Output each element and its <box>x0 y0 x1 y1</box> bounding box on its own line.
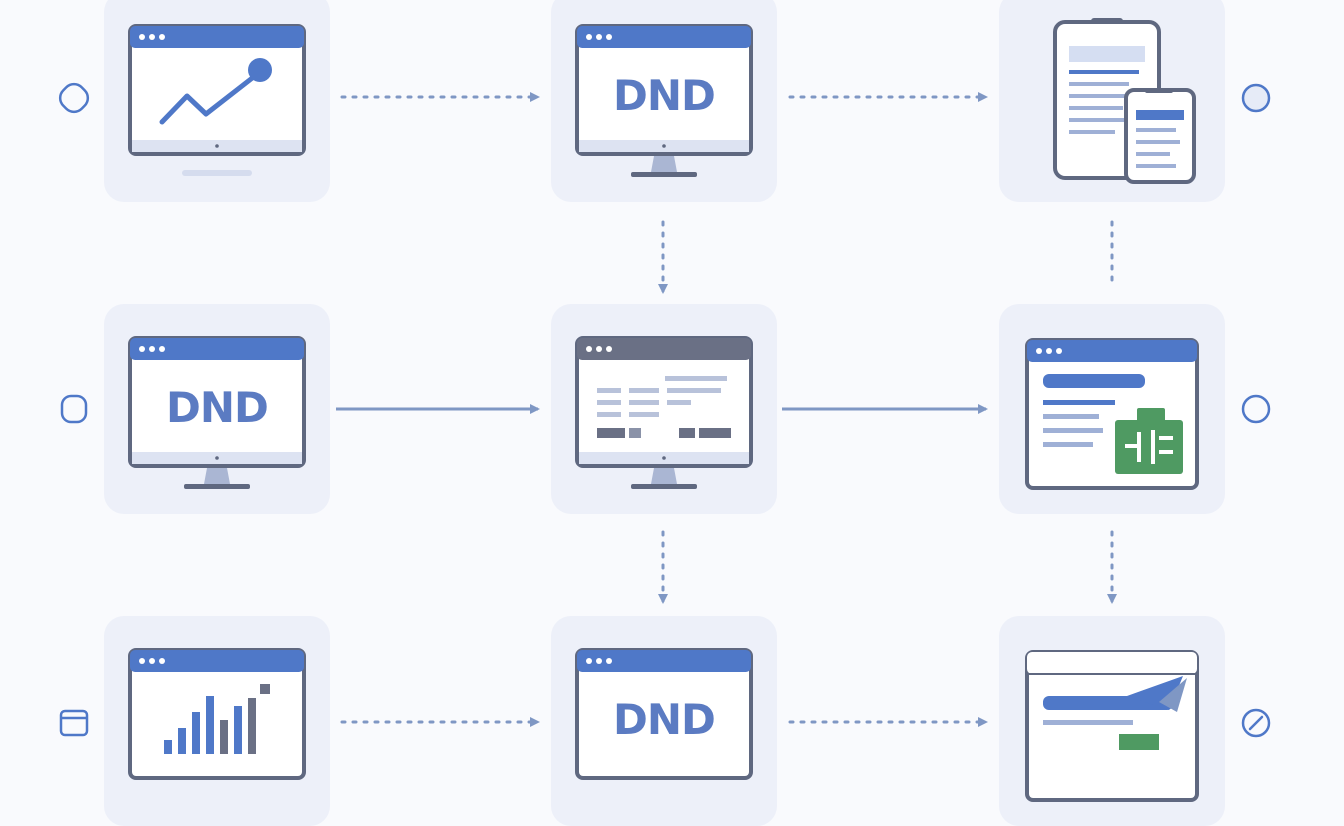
dnd-logo-text: DND <box>613 71 715 120</box>
dnd-logo-text: DND <box>613 695 715 744</box>
rounded-square-icon <box>57 392 91 426</box>
send-icon <box>1025 650 1199 802</box>
bar-chart-icon <box>128 648 306 780</box>
node-dnd-monitor-middle: DND <box>104 304 330 514</box>
line-chart-icon <box>128 24 306 176</box>
node-send-window <box>999 616 1225 826</box>
node-dnd-monitor-bottom: DND <box>551 616 777 826</box>
dnd-logo-text: DND <box>166 383 268 432</box>
node-tablet-phone <box>999 0 1225 202</box>
dnd-logo: DND <box>575 24 753 177</box>
dnd-logo: DND <box>575 648 753 780</box>
dashboard-icon <box>575 336 753 489</box>
node-analytics-monitor <box>104 0 330 202</box>
circle-icon <box>1239 392 1273 426</box>
window-icon <box>57 706 91 740</box>
dnd-logo: DND <box>128 336 306 489</box>
rounded-square-icon <box>57 81 91 115</box>
node-dashboard-monitor <box>551 304 777 514</box>
responsive-devices-icon <box>1053 18 1196 184</box>
spreadsheet-icon <box>1025 338 1199 490</box>
node-spreadsheet-window <box>999 304 1225 514</box>
circle-icon <box>1239 81 1273 115</box>
node-dnd-monitor-top: DND <box>551 0 777 202</box>
node-bar-chart-monitor <box>104 616 330 826</box>
slash-circle-icon <box>1239 706 1273 740</box>
connector-layer <box>336 92 1117 727</box>
